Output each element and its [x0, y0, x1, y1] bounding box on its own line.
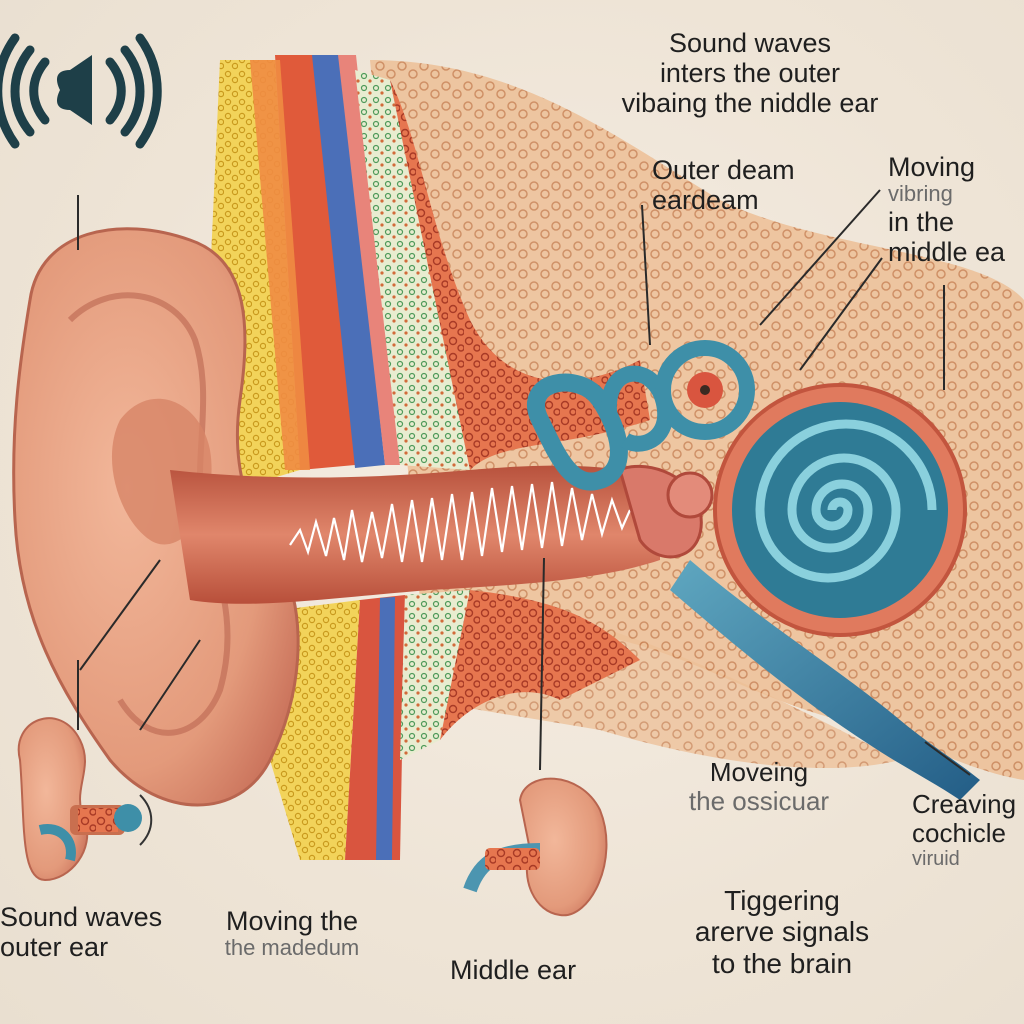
label-moving-ossicuar: Moveing the ossicuar: [688, 757, 830, 817]
muscle-layer-orange: [250, 60, 310, 470]
ossicle: [666, 471, 714, 519]
label-creaving: Creaving cochicle viruid: [912, 789, 1017, 871]
leader-line-nerve: [924, 741, 971, 776]
label-triggering: Tiggering arerve signals to the brain: [694, 885, 870, 979]
label-top-caption: Sound waves inters the outer vibaing the…: [621, 28, 879, 119]
sound-waveform: [289, 481, 632, 563]
small-ear-inset-center: [463, 777, 608, 917]
label-moving-middle: Moving vibring in the middle ea: [888, 152, 1006, 268]
leader-line-deam: [641, 204, 651, 346]
small-ear-inset-left: [17, 717, 153, 882]
label-sound-outer: Sound waves outer ear: [0, 902, 163, 963]
vessel-layer-pink: [338, 55, 400, 465]
leader-line-moving: [759, 189, 881, 326]
sound-wave-icon: [0, 33, 162, 149]
leader-line-pinna-3: [139, 639, 201, 731]
ear-canal: [170, 465, 660, 604]
vestibule-dot: [700, 385, 710, 395]
label-outer-deam: Outer deam eardeam: [652, 155, 795, 216]
leader-line-pinna-2: [79, 559, 161, 671]
green-tissue-lower: [400, 590, 470, 760]
semicircular-canal-left: [527, 373, 628, 491]
auditory-nerve: [670, 560, 980, 800]
vessel-layer-lower: [376, 597, 395, 860]
green-tissue-layer: [355, 70, 470, 470]
red-tissue-lower: [440, 590, 640, 740]
label-middle-ear: Middle ear: [450, 955, 577, 985]
vessel-layer-blue: [312, 55, 385, 468]
red-tissue-layer: [390, 80, 650, 470]
cochlea-spiral: [755, 419, 937, 583]
leader-line-center: [539, 557, 545, 771]
vestibule-ring: [655, 340, 755, 440]
label-moving-the: Moving the the madedum: [224, 906, 360, 961]
leader-line-middle: [799, 257, 883, 371]
